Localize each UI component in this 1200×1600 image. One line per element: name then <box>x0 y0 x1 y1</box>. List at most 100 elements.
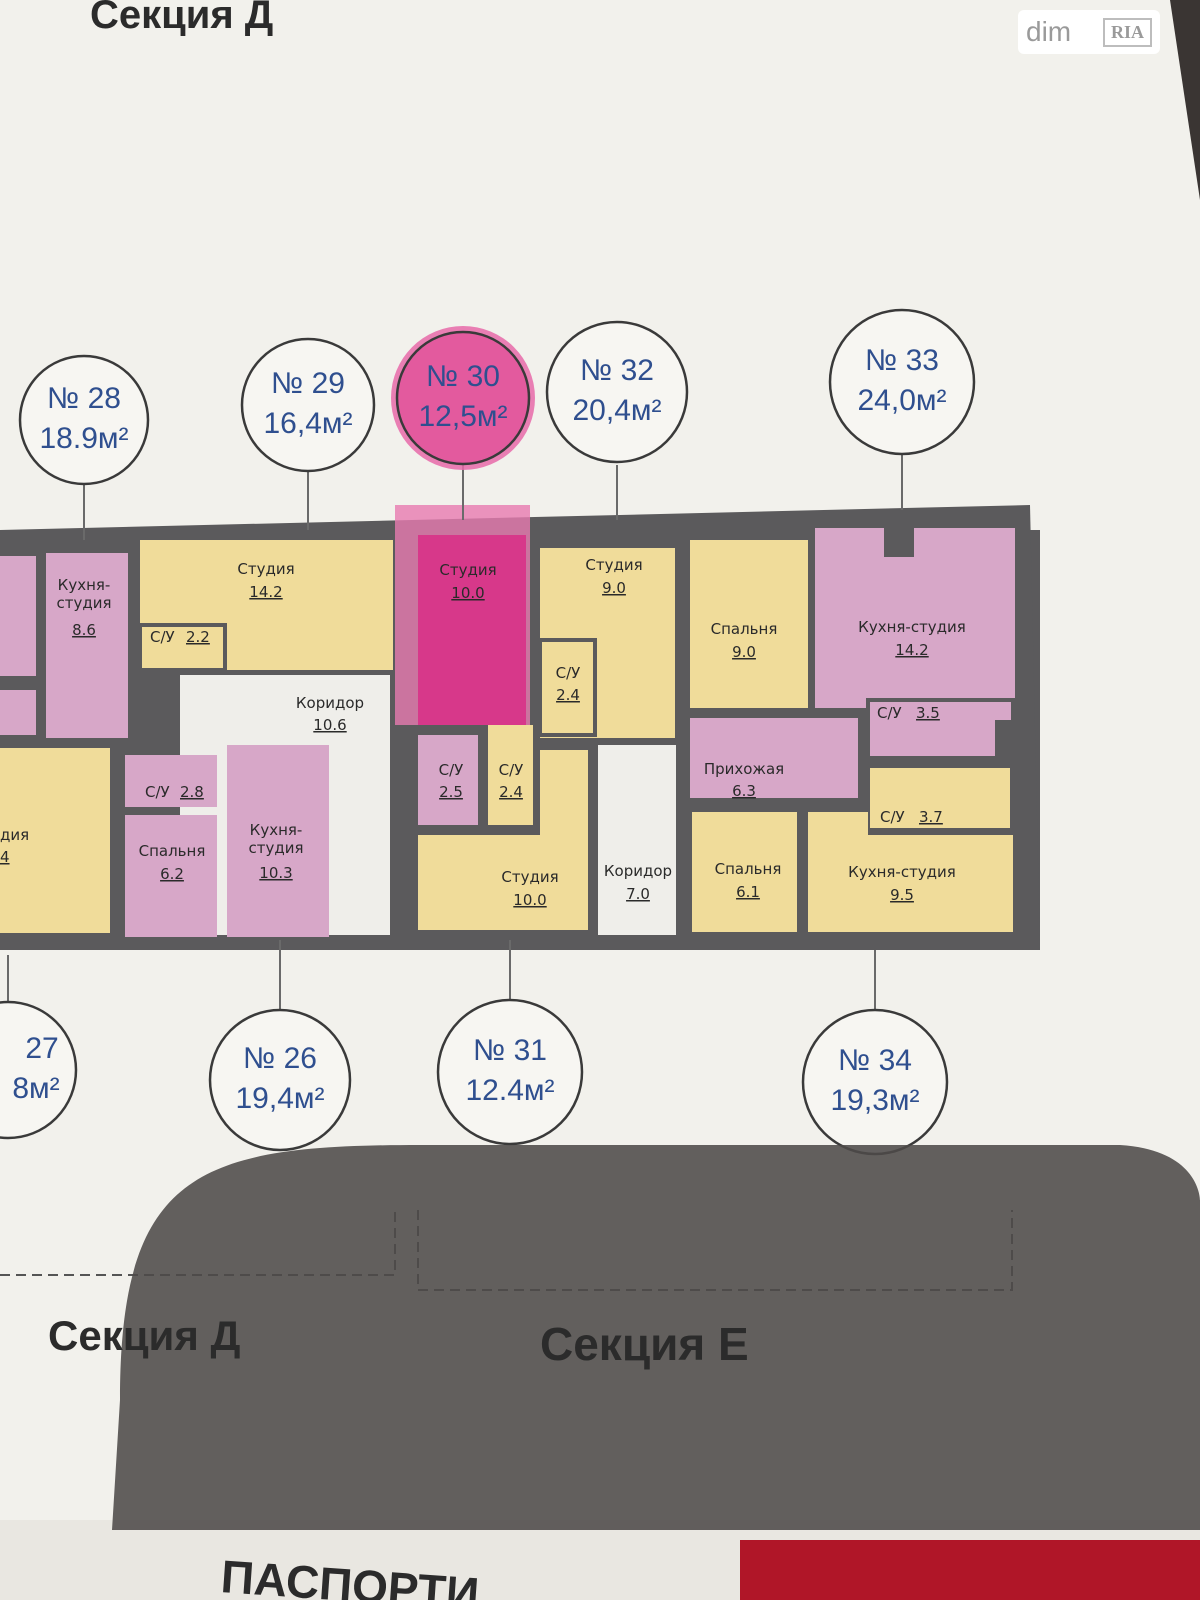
apt-no-33: № 33 <box>865 344 939 377</box>
room-label-8: С/У <box>439 761 464 779</box>
room-label-5: Спальня <box>139 842 206 860</box>
apt-no-29: № 29 <box>271 367 345 400</box>
apt-area-34: 19,3м² <box>830 1084 919 1117</box>
room-area-7: 10.0 <box>451 584 484 602</box>
room-bedroom-34 <box>692 812 797 932</box>
room-label-11: Студия <box>585 556 642 574</box>
room-labels: Кухня-студия 8.6 Студия 14.2 С/У 2.2 Кор… <box>0 556 966 909</box>
room-kitchen-26 <box>227 745 329 937</box>
apt-area-29: 16,4м² <box>263 407 352 440</box>
room-area-21: 4 <box>0 848 10 866</box>
room-area-4: 2.8 <box>180 783 204 801</box>
room-label-13: Коридор <box>604 862 672 880</box>
room-area-15: 14.2 <box>895 641 928 659</box>
room-label-4: С/У <box>145 783 170 801</box>
apt-no-31: № 31 <box>473 1034 547 1067</box>
apt-area-32: 20,4м² <box>572 394 661 427</box>
room-label-7: Студия <box>439 561 496 579</box>
apt-area-31: 12.4м² <box>465 1074 554 1107</box>
room-wc-29 <box>138 623 227 672</box>
room-area-5: 6.2 <box>160 865 184 883</box>
logo-ria: RIA <box>1102 17 1152 47</box>
room-label-3: Коридор <box>296 694 364 712</box>
dimria-logo: dim RIA <box>1018 10 1160 54</box>
room-bedroom-33 <box>690 540 808 708</box>
apt-no-32: № 32 <box>580 354 654 387</box>
room-studio-31 <box>418 835 588 930</box>
section-e-label: Секция Е <box>540 1318 749 1370</box>
apartment-badges: № 28 18.9м² № 29 16,4м² № 30 12,5м² № 32… <box>0 308 976 1156</box>
room-area-16: 3.5 <box>916 704 940 722</box>
room-left-studia <box>0 748 110 933</box>
room-label-6: Кухня-студия <box>248 821 303 857</box>
apt-area-30: 12,5м² <box>418 400 507 433</box>
room-label-20: Кухня-студия <box>848 863 956 881</box>
apt-badge-26 <box>208 1008 352 1152</box>
apt-badge-33 <box>828 308 976 456</box>
apt-area-26: 19,4м² <box>235 1082 324 1115</box>
room-studio-30 <box>418 535 526 725</box>
apt-no-28: № 28 <box>47 382 121 415</box>
room-area-3: 10.6 <box>313 716 346 734</box>
room-label-21: дия <box>0 826 29 844</box>
room-area-10: 10.0 <box>513 891 546 909</box>
room-area-17: 6.3 <box>732 782 756 800</box>
room-area-12: 2.4 <box>556 686 580 704</box>
hand-shadow <box>112 1145 1200 1530</box>
apt-no-27: 27 <box>25 1032 58 1065</box>
apt-badge-29 <box>240 337 376 473</box>
room-kitchen-34 <box>808 835 1013 932</box>
room-area-13: 7.0 <box>626 885 650 903</box>
room-area-0: 8.6 <box>72 621 96 639</box>
section-d-label: Секция Д <box>48 1312 241 1359</box>
room-label-10: Студия <box>501 868 558 886</box>
room-area-11: 9.0 <box>602 579 626 597</box>
apt-badge-31 <box>436 998 584 1146</box>
apt-no-26: № 26 <box>243 1042 317 1075</box>
room-label-15: Кухня-студия <box>858 618 966 636</box>
room-wc-32 <box>538 638 597 737</box>
room-area-1: 14.2 <box>249 583 282 601</box>
room-area-9: 2.4 <box>499 783 523 801</box>
apt-area-27: 8м² <box>12 1072 59 1105</box>
room-area-20: 9.5 <box>890 886 914 904</box>
room-area-14: 9.0 <box>732 643 756 661</box>
apt-badge-34 <box>801 1008 949 1156</box>
room-label-19: Спальня <box>715 860 782 878</box>
room-label-14: Спальня <box>711 620 778 638</box>
room-kitchen-28 <box>46 553 128 738</box>
room-hall-33 <box>690 718 858 798</box>
apt-no-30: № 30 <box>426 360 500 393</box>
room-wc-26 <box>125 755 217 807</box>
header-section-label: Секция Д <box>90 0 273 37</box>
room-label-2: С/У <box>150 628 175 646</box>
room-label-1: Студия <box>237 560 294 578</box>
apt-badge-32 <box>545 320 689 464</box>
apt-badge-27 <box>0 1000 78 1140</box>
room-wc-34 <box>870 768 1010 828</box>
room-wc-33 <box>866 698 1015 760</box>
room-wc-31b <box>488 725 533 825</box>
room-label-16: С/У <box>877 704 902 722</box>
apt-area-28: 18.9м² <box>39 422 128 455</box>
room-bedroom-26 <box>125 815 217 937</box>
room-area-18: 3.7 <box>919 808 943 826</box>
apt-badge-30 <box>395 330 531 466</box>
room-label-9: С/У <box>499 761 524 779</box>
room-label-12: С/У <box>556 664 581 682</box>
apt-area-33: 24,0м² <box>857 384 946 417</box>
room-area-6: 10.3 <box>259 864 292 882</box>
room-area-19: 6.1 <box>736 883 760 901</box>
logo-dim: dim <box>1026 16 1072 47</box>
room-label-18: С/У <box>880 808 905 826</box>
apt-no-34: № 34 <box>838 1044 912 1077</box>
room-area-8: 2.5 <box>439 783 463 801</box>
room-kitchen-33 <box>815 528 1015 708</box>
room-label-17: Прихожая <box>704 760 784 778</box>
room-label-0: Кухня-студия <box>56 576 111 612</box>
red-object <box>740 1540 1200 1600</box>
room-area-2: 2.2 <box>186 628 210 646</box>
leader-lines <box>7 455 903 1010</box>
apt-badge-28 <box>18 354 150 486</box>
